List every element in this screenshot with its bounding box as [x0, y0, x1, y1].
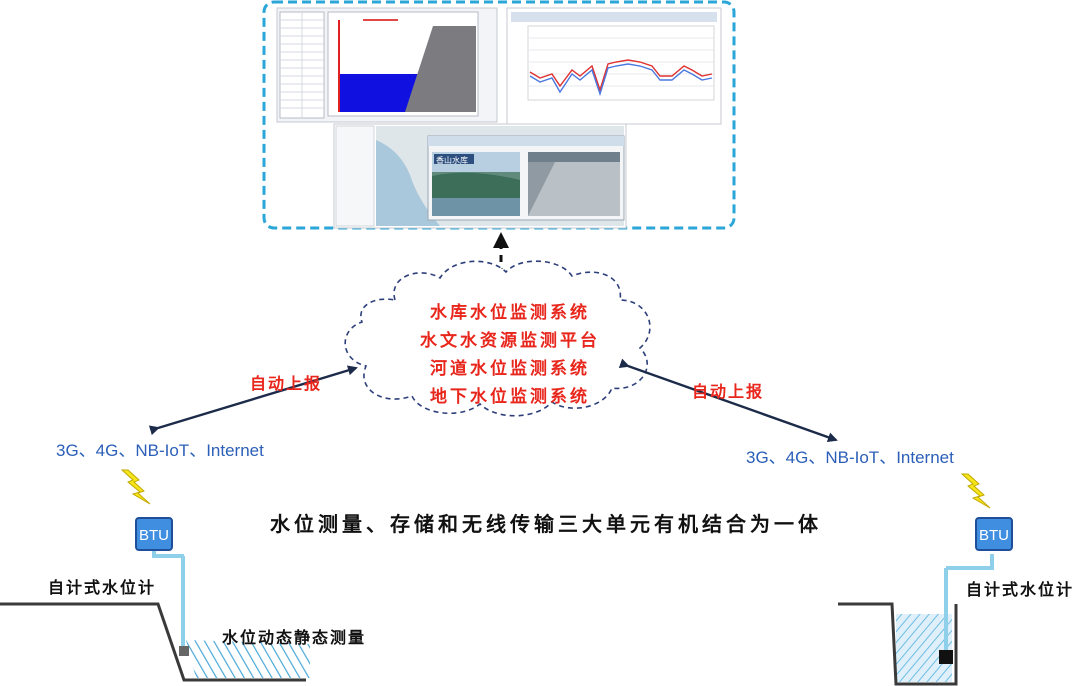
lightning-icon: [962, 474, 990, 508]
auto-report-label-left: 自动上报: [250, 370, 322, 394]
lightning-icon: [122, 470, 150, 504]
auto-report-label-right: 自动上报: [692, 378, 764, 402]
photo-label: 香山水库: [436, 155, 468, 165]
recorder-label-right: 自计式水位计: [966, 576, 1074, 600]
btu-box-right: BTU: [975, 517, 1013, 551]
cloud-line-3: 河道水位监测系统: [400, 354, 620, 379]
trend-chart-screenshot: [507, 8, 721, 124]
map-photo-screenshot: 香山水库: [334, 124, 626, 228]
reservoir-level-screenshot: [277, 8, 497, 122]
cloud-line-2: 水文水资源监测平台: [400, 326, 620, 351]
recorder-label-left: 自计式水位计: [48, 574, 156, 598]
measure-caption: 水位动态静态测量: [222, 624, 366, 648]
right-station: [838, 554, 992, 684]
network-label-right: 3G、4G、NB-IoT、Internet: [746, 443, 954, 468]
left-station: [0, 548, 310, 680]
cloud-line-4: 地下水位监测系统: [400, 382, 620, 407]
monitor-screenshot-collage: 香山水库: [264, 2, 734, 228]
main-caption: 水位测量、存储和无线传输三大单元有机结合为一体: [270, 508, 822, 537]
cloud-line-1: 水库水位监测系统: [400, 298, 620, 323]
network-label-left: 3G、4G、NB-IoT、Internet: [56, 436, 264, 461]
btu-box-left: BTU: [135, 517, 173, 551]
